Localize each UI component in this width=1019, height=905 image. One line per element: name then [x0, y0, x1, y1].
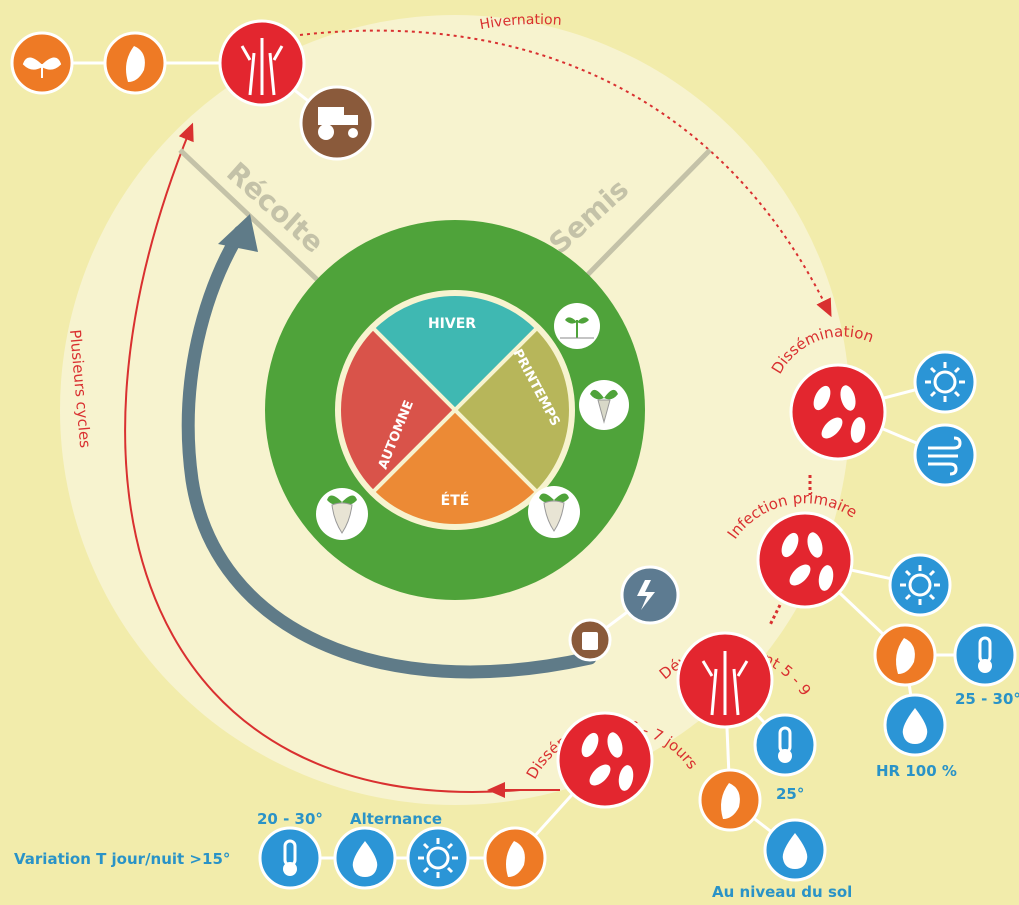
storm-icon [620, 565, 680, 625]
temp-dissem-label: 20 - 30° [257, 810, 323, 828]
season-hiver [372, 292, 538, 410]
tractor-icon [299, 85, 375, 161]
beet-icon [528, 486, 580, 538]
sun-icon [913, 350, 977, 414]
beet-icon [316, 488, 368, 540]
sun-icon [406, 826, 470, 890]
thermometer-icon [953, 623, 1017, 687]
season-ete [372, 410, 538, 528]
canister-icon [568, 618, 612, 662]
hivernation-label: Hivernation [478, 12, 562, 33]
hiver-label: HIVER [428, 316, 476, 332]
leaf-icon [103, 31, 167, 95]
hr-label: HR 100 % [876, 762, 957, 780]
beet-sprout-icon [579, 380, 629, 430]
water-drop-icon [333, 826, 397, 890]
leaf-icon [483, 826, 547, 890]
plusieurs-cycles-arc [124, 122, 521, 793]
seedling-icon [554, 303, 600, 349]
leaf-icon [698, 768, 762, 832]
thermometer-icon [258, 826, 322, 890]
variation-label: Variation T jour/nuit >15° [14, 850, 231, 868]
ete-label: ÉTÉ [441, 492, 470, 509]
thermometer-icon [753, 713, 817, 777]
hivernation-arc [299, 29, 832, 318]
temp-dev-label: 25° [776, 785, 805, 803]
growth-arrowhead [218, 214, 258, 252]
roots-icon [218, 19, 306, 107]
water-drop-icon [763, 818, 827, 882]
spores-icon [756, 511, 854, 609]
water-drop-icon [883, 693, 947, 757]
season-printemps [455, 327, 573, 493]
season-automne [337, 327, 455, 493]
leaf-icon [873, 623, 937, 687]
roots-icon [676, 631, 774, 729]
sol-label: Au niveau du sol [712, 883, 853, 901]
growth-arrow [181, 225, 597, 679]
alternance-label: Alternance [350, 810, 443, 828]
spores-icon [556, 711, 654, 809]
wind-icon [913, 423, 977, 487]
spores-icon [789, 363, 887, 461]
seedling-icon [10, 31, 74, 95]
sun-icon [888, 553, 952, 617]
temp-infection-label: 25 - 30° [955, 690, 1019, 708]
